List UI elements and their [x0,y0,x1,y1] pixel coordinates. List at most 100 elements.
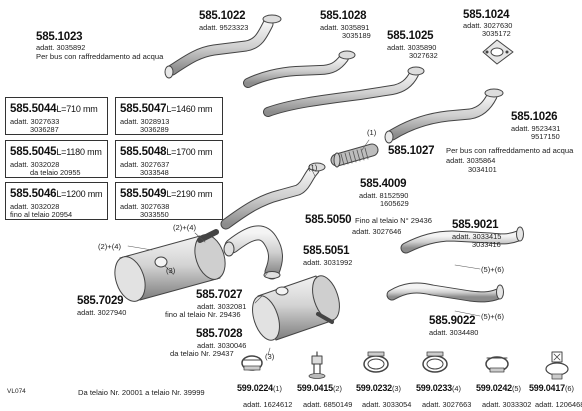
callout: (1) [367,128,377,137]
accessory-code: 599.0232 [356,383,392,393]
part-code: 585.1022 [199,10,246,22]
part-code: 585.1028 [320,10,367,22]
part-adatt: adatt. 3033415 [452,232,502,241]
part-code: 585.5051 [303,245,350,257]
accessory-code: 599.0242 [476,383,512,393]
accessory-num: (3) [391,384,401,393]
box-length: L=1460 mm [166,104,213,114]
accessory-num: (5) [511,384,521,393]
box-adatt: da telaio 20955 [30,168,81,178]
part-code: 585.9022 [429,315,476,327]
box-adatt: 3036287 [30,125,59,135]
part-code: 585.1024 [463,9,510,21]
part-adatt: adatt. 3035864 [446,156,496,165]
part-code: 585.1025 [387,30,434,42]
part-adatt: 3033416 [472,240,501,249]
box-adatt: 3033550 [140,210,169,220]
callout: (3) [166,266,176,275]
accessory: 599.0232(3) adatt. 3033054 [356,379,411,411]
accessory-adatt: adatt. 3033054 [362,400,412,409]
box-adatt: adatt. 3032028 [10,202,60,211]
part-code: 585.1027 [388,145,435,157]
accessory-adatt: adatt. 6850149 [303,400,353,409]
box-adatt: 3033548 [140,168,169,178]
box-length: L=1200 mm [56,189,103,199]
box-code: 585.5045 [10,146,57,158]
accessory-num: (1) [272,384,282,393]
parts-drawing [114,14,569,380]
part-adatt: adatt. 3035891 [320,23,370,32]
accessory-code: 599.0233 [416,383,452,393]
part-note: Per bus con raffreddamento ad acqua [36,52,164,61]
part-adatt: adatt. 3034480 [429,328,479,337]
part-code: 585.7027 [196,289,243,301]
part-code: 585.4009 [360,178,407,190]
box-code: 585.5047 [120,103,167,115]
box-adatt: adatt. 3028913 [120,117,170,126]
part-adatt: adatt. 9523431 [511,124,561,133]
pipe-585-1022 [164,14,282,79]
accessory-code: 599.0417 [529,383,565,393]
part-adatt: adatt. 3027630 [463,21,513,30]
accessory-code: 599.0415 [297,383,333,393]
part-adatt: adatt. 3031992 [303,258,353,267]
box-length: L=2190 mm [166,189,213,199]
box-code: 585.5044 [10,103,57,115]
accessory-num: (2) [332,384,342,393]
box-length: L=710 mm [56,104,98,114]
accessory: 599.0224(1) adatt. 1624612 [237,379,292,411]
box-adatt: fino al telaio 20954 [10,210,73,220]
pipe-585-1026 [384,88,504,144]
box-adatt: adatt. 3027633 [10,117,60,126]
clamp-icon-599-0233 [422,351,448,373]
box-code: 585.5046 [10,188,57,200]
accessory-adatt: adatt. 1206468 [535,400,582,409]
part-adatt: adatt. 3030046 [197,341,247,350]
callout: (5)+(6) [481,312,504,321]
box-adatt: adatt. 3027637 [120,160,170,169]
part-adatt: adatt. 3032081 [197,302,247,311]
box-length: L=1180 mm [56,147,102,157]
chassis-range: Da telaio Nr. 20001 a telaio Nr. 39999 [78,388,205,397]
box-adatt: 3036289 [140,125,169,135]
pipe-585-1028 [243,50,356,88]
tailpipe-585-9021 [400,226,524,254]
part-adatt: adatt. 9523323 [199,23,249,32]
exhaust-parts-diagram: 585.1022 adatt. 9523323 585.1023 adatt. … [5,9,582,409]
part-note: Fino al telaio N° 29436 [355,216,432,225]
muffler-585-7029 [114,229,226,302]
box-code: 585.5049 [120,188,167,200]
callout: (2)+(4) [98,242,121,251]
accessory: 599.0242(5) adatt. 3033302 [476,379,531,411]
flex-pipe-585-4009 [330,143,379,168]
part-adatt: 9517150 [531,132,560,141]
part-adatt: 3034101 [468,165,497,174]
part-code: 585.7028 [196,328,243,340]
part-adatt: 3027632 [409,51,438,60]
part-adatt: 3035172 [482,29,511,38]
accessory: 599.0415(2) adatt. 6850149 [297,379,352,411]
part-adatt: adatt. 3027646 [352,227,402,236]
pipe-585-5050 [220,162,326,230]
part-adatt: adatt. 3035892 [36,43,86,52]
callout: (2)+(4) [173,223,196,232]
flange-585-1024 [482,39,514,65]
clamp-icon-599-0242 [485,356,509,373]
part-adatt: 3035189 [342,31,371,40]
leader-lines [127,139,481,356]
diagram-id: VL074 [7,388,26,395]
clamp-icon-599-0417 [545,351,569,380]
box-adatt: adatt. 3032028 [10,160,60,169]
bend-585-7027 [223,225,283,280]
part-note: fino al telaio Nr. 29436 [165,310,241,319]
part-adatt: adatt. 8152590 [359,191,409,200]
clamp-icon-599-0224 [241,355,263,371]
accessory-num: (6) [564,384,574,393]
part-code: 585.1023 [36,31,83,43]
pipe-585-1025 [263,66,425,117]
part-note: da telaio Nr. 29437 [170,349,234,358]
